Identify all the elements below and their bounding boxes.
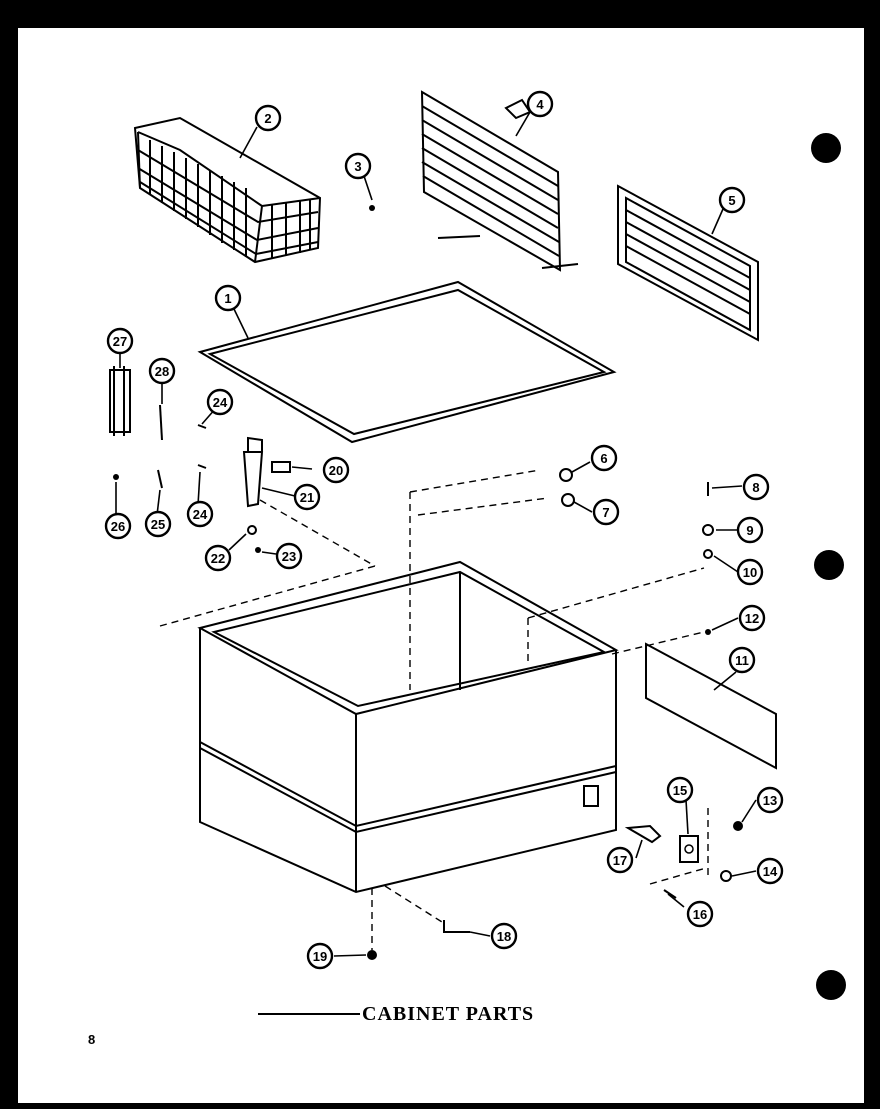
access-panel: [645, 642, 777, 770]
callout-14: 14: [756, 857, 784, 885]
callout-8: 8: [742, 473, 770, 501]
callout-26: 26: [104, 512, 132, 540]
callout-10: 10: [736, 558, 764, 586]
binder-hole: [814, 550, 844, 580]
wire-basket: [133, 116, 322, 264]
callout-label: 11: [735, 653, 749, 668]
callout-label: 6: [600, 451, 607, 466]
callout-label: 25: [151, 517, 165, 532]
callout-label: 26: [111, 519, 125, 534]
callout-label: 13: [763, 793, 777, 808]
callout-20: 20: [322, 456, 350, 484]
callout-7: 7: [592, 498, 620, 526]
binder-hole: [811, 133, 841, 163]
callout-label: 2: [264, 111, 271, 126]
binder-hole: [816, 970, 846, 1000]
callout-12: 12: [738, 604, 766, 632]
callout-6: 6: [590, 444, 618, 472]
callout-label: 23: [282, 549, 296, 564]
assembly-lines: [159, 469, 709, 950]
callout-label: 12: [745, 611, 759, 626]
callout-28: 28: [148, 357, 176, 385]
leader-lines: [115, 111, 757, 957]
callout-18: 18: [490, 922, 518, 950]
callout-label: 3: [354, 159, 361, 174]
callout-label: 17: [613, 853, 627, 868]
hardware-fasteners: [109, 205, 743, 960]
diagram-title: CABINET PARTS: [362, 1003, 534, 1025]
callout-label: 14: [763, 864, 778, 879]
callout-9: 9: [736, 516, 764, 544]
callout-label: 7: [602, 505, 609, 520]
callout-label: 27: [113, 334, 127, 349]
callout-label: 16: [693, 907, 707, 922]
callout-label: 24: [213, 395, 228, 410]
callout-15: 15: [666, 776, 694, 804]
front-divider: [617, 184, 759, 342]
callout-label: 22: [211, 551, 225, 566]
callout-label: 8: [752, 480, 759, 495]
callout-3: 3: [344, 152, 372, 180]
callout-11: 11: [728, 646, 756, 674]
callout-24: 24: [186, 500, 214, 528]
callout-22: 22: [204, 544, 232, 572]
cabinet-body: [197, 560, 619, 894]
callout-16: 16: [686, 900, 714, 928]
callout-23: 23: [275, 542, 303, 570]
callout-4: 4: [526, 90, 554, 118]
callout-label: 19: [313, 949, 327, 964]
callout-17: 17: [606, 846, 634, 874]
callout-21: 21: [293, 483, 321, 511]
callout-13: 13: [756, 786, 784, 814]
callout-19: 19: [306, 942, 334, 970]
callout-25: 25: [144, 510, 172, 538]
page-number: 8: [88, 1032, 95, 1047]
callout-label: 9: [746, 523, 753, 538]
callout-24: 24: [206, 388, 234, 416]
callout-label: 20: [329, 463, 343, 478]
callout-1: 1: [214, 284, 242, 312]
callout-label: 4: [536, 97, 544, 112]
callout-label: 24: [193, 507, 208, 522]
callout-label: 5: [728, 193, 735, 208]
callout-label: 28: [155, 364, 169, 379]
callout-label: 21: [300, 490, 314, 505]
callout-label: 15: [673, 783, 687, 798]
rear-divider: [420, 90, 579, 272]
lid-gasket: [197, 280, 617, 444]
callout-27: 27: [106, 327, 134, 355]
callout-5: 5: [718, 186, 746, 214]
callout-label: 1: [224, 291, 231, 306]
callout-label: 10: [743, 565, 757, 580]
callout-label: 18: [497, 929, 511, 944]
callout-2: 2: [254, 104, 282, 132]
